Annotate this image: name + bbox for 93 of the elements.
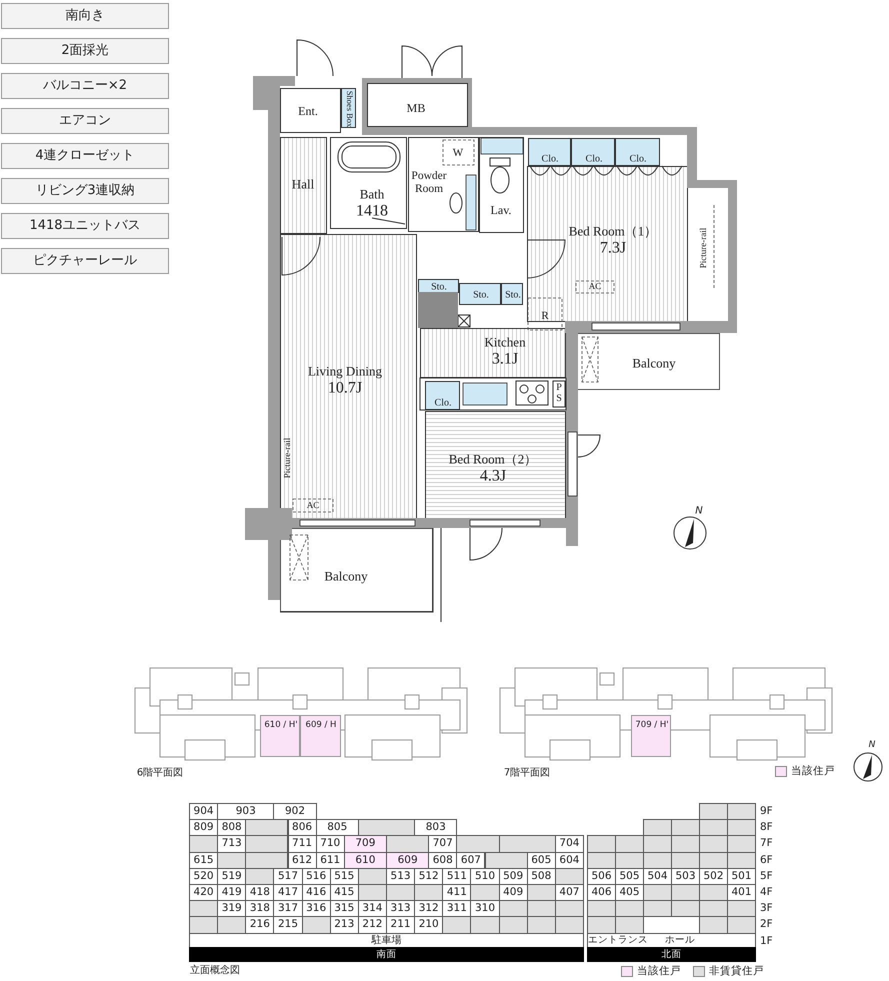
- room-name: Ent.: [298, 105, 318, 119]
- feature-tag: バルコニー×2: [1, 73, 169, 99]
- storage: [571, 138, 615, 166]
- north-label: N: [695, 506, 703, 516]
- storage: [459, 283, 501, 305]
- highlighted-unit: [260, 715, 300, 757]
- legend-label: 当該住戸: [637, 965, 681, 978]
- area-label: エントランス: [588, 934, 648, 944]
- room-area: 4.3J: [448, 467, 538, 486]
- floor-label: 5F: [760, 868, 773, 884]
- storage: [528, 138, 571, 166]
- unit-cell: 902: [273, 803, 317, 820]
- room-area: 7.3J: [568, 239, 658, 258]
- room-name: Bed Room（2）: [448, 452, 538, 468]
- north-label: N: [868, 741, 876, 751]
- balcony: [577, 333, 720, 390]
- room-name: Balcony: [632, 356, 676, 372]
- unit-number: 609 / H: [306, 721, 336, 731]
- room-name: Clo.: [586, 153, 602, 165]
- fixture-label: R: [541, 310, 549, 322]
- feature-tag: 2面採光: [1, 38, 169, 64]
- room-name: Bed Room（1）: [568, 224, 658, 240]
- floor-label: 2F: [760, 917, 773, 932]
- room: [527, 166, 688, 322]
- diagram-caption: 立面概念図: [190, 965, 240, 977]
- floor-label: 8F: [760, 820, 773, 836]
- room: [367, 83, 468, 127]
- room-name: Clo.: [434, 397, 452, 409]
- target-unit-cell: 709: [344, 835, 387, 853]
- room-name: Balcony: [324, 570, 368, 584]
- facade-band: 南面: [189, 947, 584, 962]
- room-name: Sto.: [473, 289, 489, 301]
- room-name: Shoes Box: [344, 90, 354, 128]
- room-area: 3.1J: [484, 350, 526, 369]
- rail-label: Picture-rail: [283, 438, 293, 478]
- feature-tag: 1418ユニットバス: [1, 213, 169, 239]
- room-area: 1418: [356, 202, 388, 221]
- area-label: ホール: [665, 934, 695, 944]
- feature-tag: 4連クローゼット: [1, 143, 169, 169]
- floor-label: 4F: [760, 885, 773, 900]
- rail-label: Picture-rail: [699, 228, 709, 268]
- room-name: Clo.: [542, 153, 558, 165]
- unit-cell: 904: [189, 803, 218, 820]
- unit-cell: 704: [554, 835, 584, 853]
- unit-number: 709 / H': [635, 721, 669, 731]
- plan-caption: 6階平面図: [136, 768, 184, 778]
- feature-tag: ピクチャーレール: [1, 248, 169, 274]
- floor-label: 7F: [760, 836, 773, 852]
- unit-cell: 803: [414, 819, 458, 836]
- room: [280, 234, 417, 519]
- storage: [418, 279, 459, 293]
- storage: [425, 381, 460, 410]
- feature-tag: 南向き: [1, 3, 169, 29]
- room: [330, 137, 407, 229]
- highlighted-unit: [300, 715, 341, 757]
- storage: [341, 88, 356, 128]
- fixture-label: AC: [588, 282, 602, 292]
- room-name: MB: [406, 102, 426, 116]
- feature-tag: リビング3連収納: [1, 178, 169, 204]
- floor-label: 1F: [760, 934, 773, 949]
- storage: [615, 138, 660, 166]
- room-name: Clo.: [630, 153, 646, 165]
- floor-label: 3F: [760, 901, 773, 916]
- target-unit-cell: 609: [386, 852, 430, 869]
- target-unit-cell: 610: [344, 852, 387, 869]
- balcony: [280, 528, 433, 612]
- highlighted-unit: [631, 715, 671, 757]
- fixture-label: W: [452, 146, 464, 160]
- room-name: Powder Room: [410, 170, 448, 196]
- floor-label: 6F: [760, 852, 773, 868]
- room-name: Sto.: [505, 289, 521, 301]
- legend-label: 非賃貸住戸: [709, 965, 764, 978]
- room-name: Kitchen: [484, 335, 526, 350]
- room: [280, 137, 327, 234]
- legend-label: 当該住戸: [791, 765, 835, 778]
- room-name: Lav.: [490, 204, 512, 218]
- room-name: Bath: [358, 187, 386, 202]
- parking-cell: 駐車場: [189, 932, 584, 948]
- unit-number: 610 / H': [264, 721, 298, 731]
- fixture-label: PS: [555, 382, 563, 404]
- plan-caption: 7階平面図: [504, 768, 550, 778]
- room-name: Sto.: [431, 281, 447, 293]
- floor-label: 9F: [760, 804, 773, 819]
- fixture-label: AC: [306, 501, 320, 511]
- room-name: Living Dining: [308, 364, 382, 380]
- facade-band: 北面: [587, 947, 756, 962]
- room: [420, 328, 566, 378]
- room: [425, 411, 566, 519]
- feature-tag: エアコン: [1, 108, 169, 134]
- storage: [501, 283, 523, 305]
- room-area: 10.7J: [308, 379, 382, 398]
- room-name: Hall: [292, 178, 314, 192]
- room: [280, 88, 341, 133]
